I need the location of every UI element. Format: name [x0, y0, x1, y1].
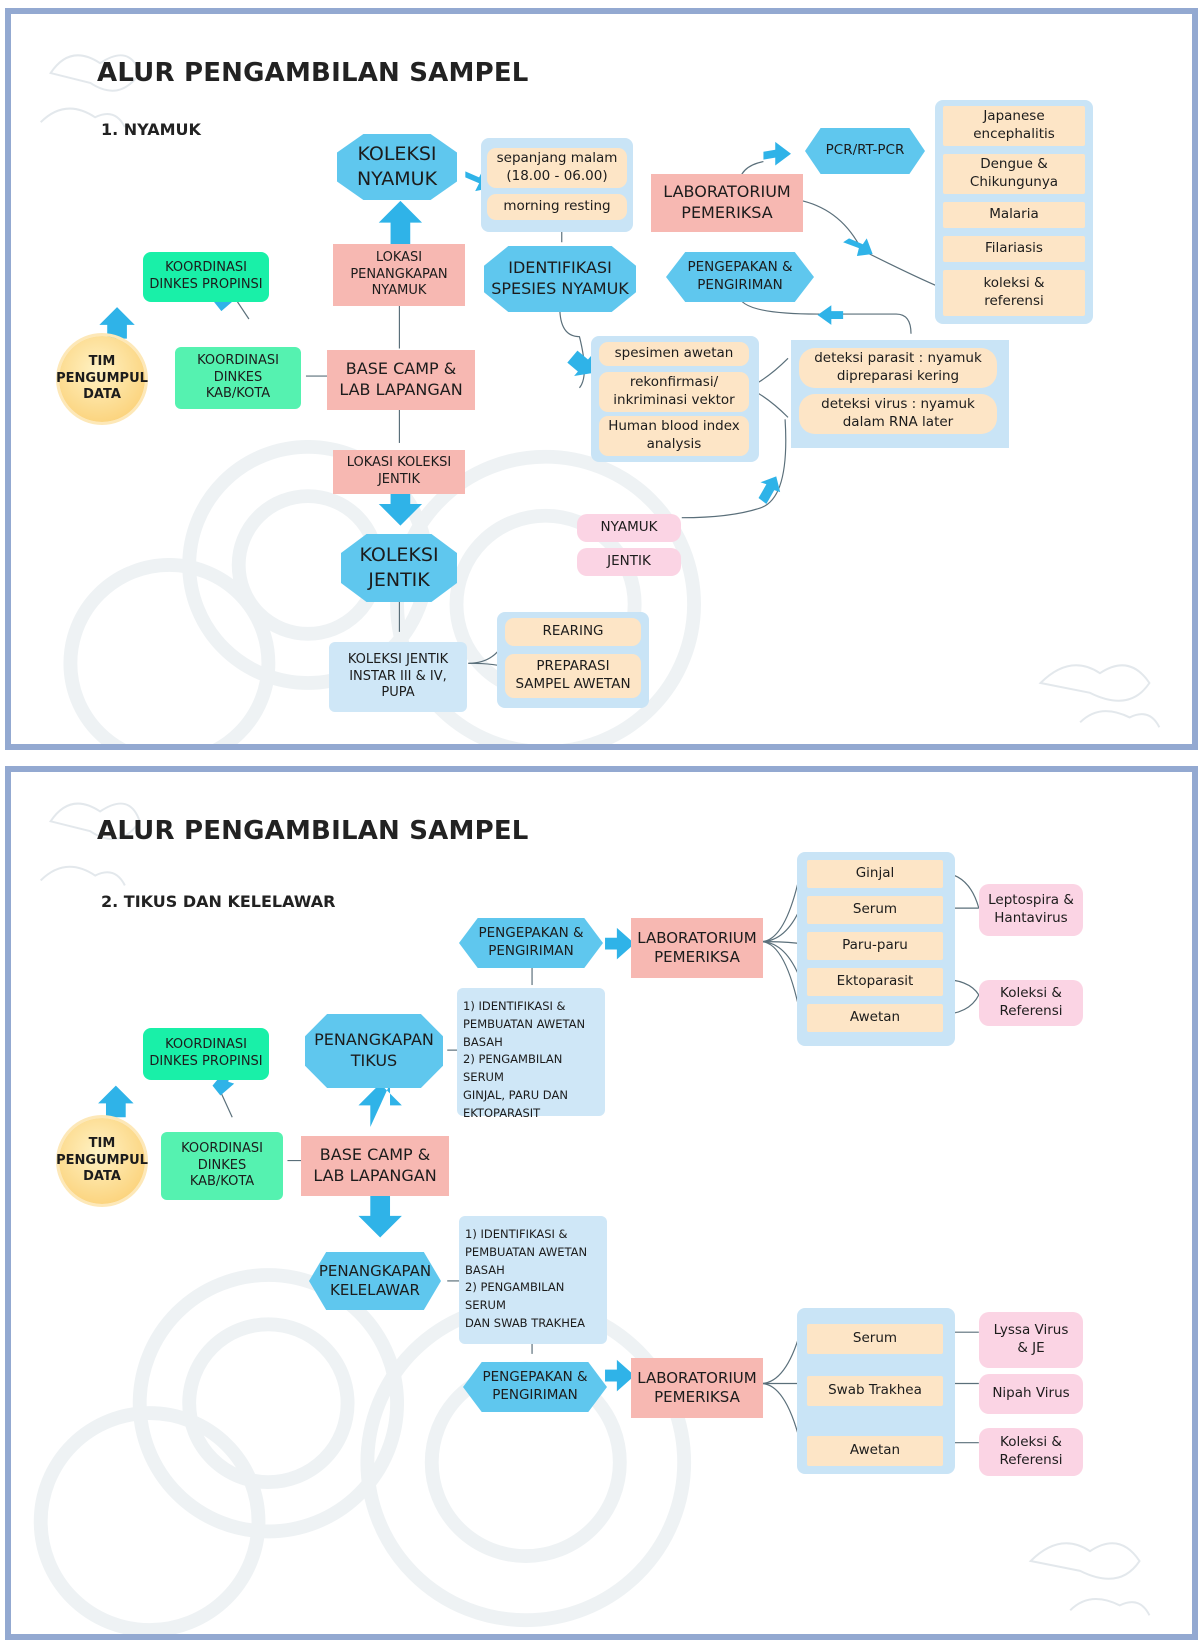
koleksi-jentik-node: KOLEKSI JENTIK — [341, 534, 457, 602]
result-item: Leptospira & Hantavirus — [979, 884, 1083, 936]
deteksi-item: deteksi virus : nyamuk dalam RNA later — [799, 394, 997, 434]
sepanjang-malam-node: sepanjang malam (18.00 - 06.00) — [487, 148, 627, 188]
pengepakan-pengiriman-bottom-node: PENGEPAKAN & PENGIRIMAN — [463, 1362, 607, 1412]
koordinasi-dinkes-kab-node: KOORDINASI DINKES KAB/KOTA — [161, 1132, 283, 1200]
deteksi-item: deteksi parasit : nyamuk dipreparasi ker… — [799, 348, 997, 388]
catatan-kelelawar-note: 1) IDENTIFIKASI & PEMBUATAN AWETAN BASAH… — [459, 1216, 607, 1344]
sample-item: Awetan — [807, 1436, 943, 1466]
disease-item: Malaria — [943, 202, 1085, 228]
pengepakan-pengiriman-top-node: PENGEPAKAN & PENGIRIMAN — [459, 918, 603, 968]
sample-item: Swab Trakhea — [807, 1376, 943, 1406]
base-camp-node: BASE CAMP & LAB LAPANGAN — [301, 1136, 449, 1196]
pcr-rt-pcr-node: PCR/RT-PCR — [805, 128, 925, 174]
jentik-label: JENTIK — [577, 548, 681, 576]
koleksi-nyamuk-node: KOLEKSI NYAMUK — [337, 134, 457, 200]
page-title: ALUR PENGAMBILAN SAMPEL — [97, 58, 529, 88]
rearing-node: REARING — [505, 618, 641, 646]
result-item: Koleksi & Referensi — [979, 980, 1083, 1026]
slide-nyamuk: ALUR PENGAMBILAN SAMPEL 1. NYAMUK TIM PE… — [5, 8, 1198, 750]
base-camp-node: BASE CAMP & LAB LAPANGAN — [327, 350, 475, 410]
sample-item: Serum — [807, 1324, 943, 1354]
tim-pengumpul-data-node: TIM PENGUMPUL DATA — [56, 1118, 148, 1204]
spesimen-item: rekonfirmasi/ inkriminasi vektor — [599, 372, 749, 412]
result-item: Lyssa Virus & JE — [979, 1312, 1083, 1368]
tim-pengumpul-data-node: TIM PENGUMPUL DATA — [56, 336, 148, 422]
laboratorium-pemeriksa-top-node: LABORATORIUM PEMERIKSA — [631, 918, 763, 978]
penangkapan-kelelawar-node: PENANGKAPAN KELELAWAR — [309, 1252, 441, 1310]
lokasi-koleksi-jentik-node: LOKASI KOLEKSI JENTIK — [333, 450, 465, 494]
nyamuk-label: NYAMUK — [577, 514, 681, 542]
disease-item: Japanese encephalitis — [943, 106, 1085, 146]
cloud-decoration — [33, 802, 1151, 1634]
koordinasi-dinkes-propinsi-node: KOORDINASI DINKES PROPINSI — [143, 1028, 269, 1080]
result-item: Nipah Virus — [979, 1374, 1083, 1414]
pengepakan-pengiriman-node: PENGEPAKAN & PENGIRIMAN — [666, 252, 814, 302]
spesimen-item: Human blood index analysis — [599, 416, 749, 456]
sample-item: Awetan — [807, 1004, 943, 1032]
spesimen-item: spesimen awetan — [599, 342, 749, 366]
koordinasi-dinkes-kab-node: KOORDINASI DINKES KAB/KOTA — [175, 347, 301, 409]
laboratorium-pemeriksa-node: LABORATORIUM PEMERIKSA — [651, 174, 803, 232]
penangkapan-tikus-node: PENANGKAPAN TIKUS — [305, 1014, 443, 1088]
sample-item: Serum — [807, 896, 943, 924]
koleksi-instar-node: KOLEKSI JENTIK INSTAR III & IV, PUPA — [329, 642, 467, 712]
cloud-decoration — [39, 54, 1161, 744]
sample-item: Ektoparasit — [807, 968, 943, 996]
lokasi-penangkapan-nyamuk-node: LOKASI PENANGKAPAN NYAMUK — [333, 244, 465, 306]
disease-item: Filariasis — [943, 236, 1085, 262]
page-title: ALUR PENGAMBILAN SAMPEL — [97, 816, 529, 846]
morning-resting-node: morning resting — [487, 194, 627, 220]
disease-item: Dengue & Chikungunya — [943, 154, 1085, 194]
identifikasi-spesies-node: IDENTIFIKASI SPESIES NYAMUK — [484, 246, 636, 312]
disease-item: koleksi & referensi — [943, 270, 1085, 316]
catatan-tikus-note: 1) IDENTIFIKASI & PEMBUATAN AWETAN BASAH… — [457, 988, 605, 1120]
section-subtitle: 1. NYAMUK — [101, 120, 201, 139]
preparasi-sampel-node: PREPARASI SAMPEL AWETAN — [505, 654, 641, 698]
slide-tikus-kelelawar: ALUR PENGAMBILAN SAMPEL 2. TIKUS DAN KEL… — [5, 766, 1198, 1640]
result-item: Koleksi & Referensi — [979, 1428, 1083, 1476]
section-subtitle: 2. TIKUS DAN KELELAWAR — [101, 892, 336, 911]
sample-item: Paru-paru — [807, 932, 943, 960]
koordinasi-dinkes-propinsi-node: KOORDINASI DINKES PROPINSI — [143, 252, 269, 302]
laboratorium-pemeriksa-bottom-node: LABORATORIUM PEMERIKSA — [631, 1358, 763, 1418]
sample-item: Ginjal — [807, 860, 943, 888]
